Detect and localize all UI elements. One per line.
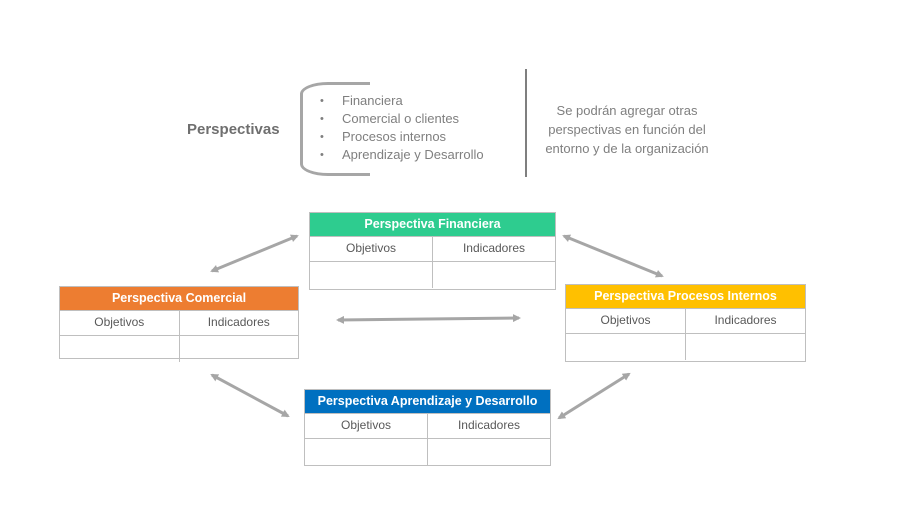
arrow-comercial-aprendizaje — [210, 373, 290, 418]
card-financiera-empty-row — [310, 261, 555, 288]
card-comercial-header: Perspectiva Comercial — [60, 287, 298, 310]
card-comercial-head-row: Objetivos Indicadores — [60, 310, 298, 335]
card-aprendizaje: Perspectiva Aprendizaje y Desarrollo Obj… — [304, 389, 551, 466]
objetivos-header: Objetivos — [305, 414, 428, 438]
card-financiera: Perspectiva Financiera Objetivos Indicad… — [309, 212, 556, 290]
card-procesos-head-row: Objetivos Indicadores — [566, 308, 805, 333]
objetivos-cell — [310, 262, 433, 288]
objetivos-cell — [305, 439, 428, 465]
card-financiera-header: Perspectiva Financiera — [310, 213, 555, 236]
perspectivas-title: Perspectivas — [187, 121, 280, 138]
left-bracket-shape — [300, 82, 370, 176]
bullet-item-financiera: Financiera — [320, 92, 484, 110]
card-procesos-header: Perspectiva Procesos Internos — [566, 285, 805, 308]
vertical-divider — [525, 69, 527, 177]
card-comercial-empty-row — [60, 335, 298, 362]
indicadores-cell — [433, 262, 555, 288]
bullet-item-aprendizaje: Aprendizaje y Desarrollo — [320, 146, 484, 164]
card-procesos-empty-row — [566, 333, 805, 360]
card-aprendizaje-header: Perspectiva Aprendizaje y Desarrollo — [305, 390, 550, 413]
objetivos-cell — [566, 334, 686, 360]
objetivos-header: Objetivos — [310, 237, 433, 261]
indicadores-cell — [428, 439, 550, 465]
indicadores-header: Indicadores — [207, 315, 270, 329]
arrow-financiera-procesos — [562, 234, 664, 278]
card-procesos: Perspectiva Procesos Internos Objetivos … — [565, 284, 806, 362]
arrow-comercial-procesos — [336, 314, 521, 324]
objetivos-header: Objetivos — [60, 311, 180, 335]
arrow-comercial-financiera — [210, 234, 299, 273]
indicadores-header: Indicadores — [714, 313, 777, 327]
bullet-item-comercial: Comercial o clientes — [320, 110, 484, 128]
perspectives-bullet-list: Financiera Comercial o clientes Procesos… — [320, 92, 484, 164]
objetivos-cell — [60, 336, 180, 362]
note-text: Se podrán agregar otras perspectivas en … — [545, 103, 709, 156]
objetivos-header: Objetivos — [566, 309, 686, 333]
arrow-aprendizaje-procesos — [557, 372, 631, 420]
bullet-item-procesos: Procesos internos — [320, 128, 484, 146]
card-aprendizaje-empty-row — [305, 438, 550, 465]
indicadores-cell — [180, 336, 299, 362]
indicadores-header: Indicadores — [457, 418, 521, 432]
indicadores-header: Indicadores — [462, 241, 526, 255]
card-comercial: Perspectiva Comercial Objetivos Indicado… — [59, 286, 299, 362]
indicadores-cell — [686, 334, 805, 360]
card-aprendizaje-head-row: Objetivos Indicadores — [305, 413, 550, 438]
card-financiera-head-row: Objetivos Indicadores — [310, 236, 555, 261]
